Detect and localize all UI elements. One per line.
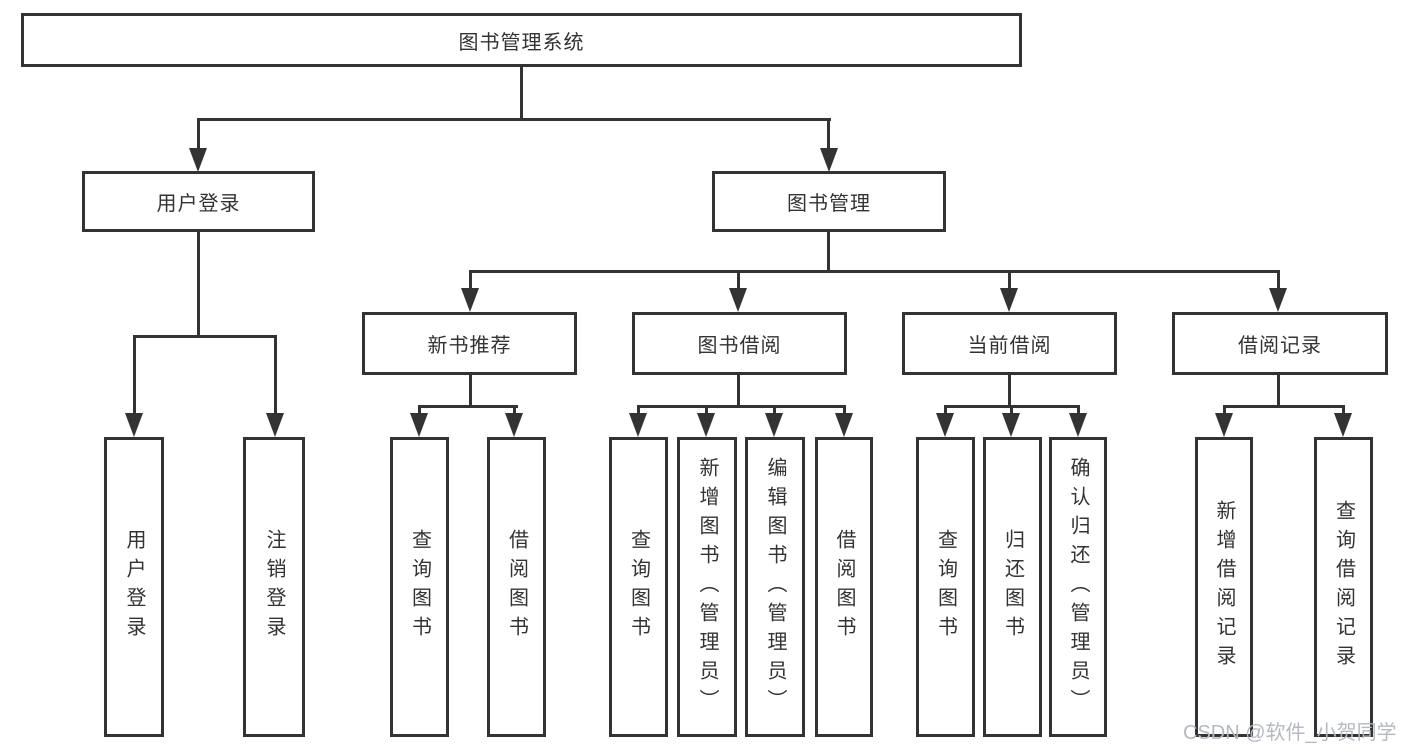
node-label: 图书管理 — [787, 193, 871, 215]
arrow-down-icon — [765, 413, 783, 437]
connector — [1223, 405, 1345, 408]
leaf-label: 借阅图书 — [833, 529, 855, 645]
node-label: 借阅记录 — [1238, 335, 1322, 357]
arrow-down-icon — [629, 413, 647, 437]
leaf-add-books-admin: 新增图书（管理员） — [677, 437, 737, 737]
arrow-down-icon — [461, 288, 479, 312]
arrow-down-icon — [1069, 413, 1087, 437]
leaf-label: 新增图书（管理员） — [696, 456, 718, 718]
node-label: 用户登录 — [156, 193, 241, 215]
connector — [274, 335, 277, 415]
connector — [637, 405, 640, 415]
leaf-confirm-return-admin: 确认归还（管理员） — [1049, 437, 1107, 737]
connector — [197, 118, 831, 121]
leaf-label: 编辑图书（管理员） — [764, 456, 786, 718]
connector — [944, 405, 947, 415]
leaf-borrow-books: 借阅图书 — [815, 437, 873, 737]
leaf-borrow-books: 借阅图书 — [487, 437, 546, 737]
arrow-down-icon — [1002, 413, 1020, 437]
connector — [133, 335, 136, 415]
connector — [469, 270, 1280, 273]
leaf-label: 归还图书 — [1001, 529, 1024, 645]
arrow-down-icon — [1000, 288, 1018, 312]
leaf-query-books: 查询图书 — [916, 437, 975, 737]
connector — [418, 405, 421, 415]
connector — [1277, 270, 1280, 290]
node-new-book-recommend: 新书推荐 — [362, 312, 577, 375]
connector — [705, 405, 708, 415]
node-root: 图书管理系统 — [21, 13, 1022, 67]
arrow-down-icon — [1334, 413, 1352, 437]
node-book-management: 图书管理 — [712, 171, 946, 232]
node-user-login: 用户登录 — [82, 171, 315, 232]
leaf-label: 用户登录 — [123, 529, 145, 645]
arrow-down-icon — [820, 148, 838, 172]
arrow-down-icon — [410, 413, 428, 437]
connector — [1223, 405, 1226, 415]
leaf-label: 查询图书 — [627, 529, 650, 645]
leaf-query-books: 查询图书 — [390, 437, 449, 737]
node-current-borrow: 当前借阅 — [902, 312, 1117, 375]
connector — [843, 405, 846, 415]
connector — [520, 67, 523, 118]
watermark: CSDN @软件_小贺同学 — [1183, 722, 1397, 744]
connector — [1008, 270, 1011, 290]
connector — [469, 375, 472, 407]
node-label: 图书借阅 — [697, 335, 782, 357]
arrow-down-icon — [1269, 288, 1287, 312]
leaf-label: 查询图书 — [408, 529, 431, 645]
connector — [418, 405, 518, 408]
connector — [133, 335, 277, 338]
arrow-down-icon — [1215, 413, 1233, 437]
arrow-down-icon — [266, 413, 284, 437]
leaf-add-borrow-record: 新增借阅记录 — [1195, 437, 1253, 737]
connector — [197, 232, 200, 335]
connector — [773, 405, 776, 415]
leaf-edit-books-admin: 编辑图书（管理员） — [745, 437, 805, 737]
leaf-label: 新增借阅记录 — [1213, 500, 1235, 674]
leaf-label: 查询借阅记录 — [1332, 500, 1355, 674]
connector — [1077, 405, 1080, 415]
connector — [1010, 405, 1013, 415]
connector — [469, 270, 472, 290]
leaf-label: 注销登录 — [263, 529, 285, 645]
connector — [197, 118, 200, 150]
leaf-query-borrow-record: 查询借阅记录 — [1314, 437, 1373, 737]
leaf-label: 查询图书 — [934, 529, 957, 645]
arrow-down-icon — [189, 148, 207, 172]
connector — [737, 270, 740, 290]
node-label: 图书管理系统 — [458, 31, 585, 54]
node-label: 当前借阅 — [967, 335, 1052, 357]
connector — [1277, 375, 1280, 406]
arrow-down-icon — [936, 413, 954, 437]
arrow-down-icon — [835, 413, 853, 437]
connector — [827, 118, 830, 150]
node-borrow-records: 借阅记录 — [1172, 312, 1388, 375]
connector — [1008, 375, 1011, 406]
arrow-down-icon — [697, 413, 715, 437]
arrow-down-icon — [729, 288, 747, 312]
node-label: 新书推荐 — [427, 335, 512, 357]
leaf-user-login: 用户登录 — [104, 437, 164, 737]
leaf-label: 确认归还（管理员） — [1067, 456, 1089, 718]
leaf-logout: 注销登录 — [243, 437, 305, 737]
arrow-down-icon — [125, 413, 143, 437]
leaf-query-books: 查询图书 — [609, 437, 668, 737]
connector — [737, 375, 740, 406]
leaf-label: 借阅图书 — [505, 529, 528, 645]
arrow-down-icon — [505, 413, 523, 437]
connector — [827, 232, 830, 270]
connector — [637, 405, 846, 408]
node-book-borrow: 图书借阅 — [632, 312, 847, 375]
leaf-return-books: 归还图书 — [983, 437, 1042, 737]
connector — [513, 405, 516, 415]
connector — [1342, 405, 1345, 415]
